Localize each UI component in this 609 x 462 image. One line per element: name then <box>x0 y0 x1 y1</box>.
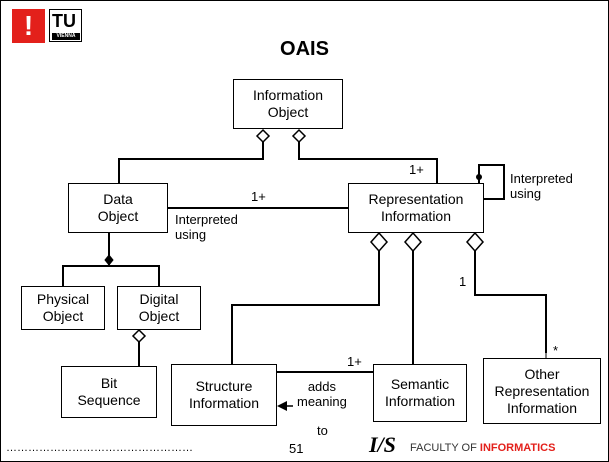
line-self-loop <box>478 164 505 200</box>
box-representation-information-label: Representation Information <box>368 191 464 224</box>
label-interpreted-using-right: Interpreted using <box>510 171 573 201</box>
box-other-representation-information-label: Other Representation Information <box>494 365 590 416</box>
ifs-logo: I/S <box>369 432 396 457</box>
box-physical-object-label: Physical Object <box>36 291 90 324</box>
arrow-to-structure <box>277 401 287 411</box>
informatics-text: INFORMATICS <box>479 442 556 454</box>
line-infoobj-repinfo <box>298 141 438 183</box>
box-data-object: Data Object <box>68 183 168 233</box>
label-adds-meaning: adds meaning <box>297 379 347 409</box>
tu-wien-logo: TU VIENNA <box>49 9 82 42</box>
multiplicity-1: 1 <box>459 274 467 289</box>
line-repinfo-other <box>474 250 547 353</box>
page-number: 51 <box>289 441 304 456</box>
line-physical-digital <box>62 265 160 286</box>
logo-vienna-text: VIENNA <box>52 33 80 40</box>
diamond-digital <box>131 328 147 344</box>
box-structure-information: Structure Information <box>171 364 277 426</box>
box-information-object-label: Information Object <box>252 87 324 120</box>
label-interpreted-using-left: Interpreted using <box>175 212 238 242</box>
diamond-repinfo-semantic <box>403 231 423 253</box>
line-repinfo-structure <box>231 250 380 364</box>
logo-exclamation: ! <box>23 10 34 41</box>
box-semantic-information: Semantic Information <box>373 364 467 422</box>
faculty-of-text: FACULTY OF <box>410 442 477 454</box>
box-information-object: Information Object <box>233 79 343 129</box>
label-to: to <box>317 423 328 438</box>
box-digital-object-label: Digital Object <box>138 291 180 324</box>
box-data-object-label: Data Object <box>97 191 139 224</box>
multiplicity-star: * <box>553 343 559 358</box>
slide-title: OAIS <box>280 38 329 60</box>
box-physical-object: Physical Object <box>21 286 105 330</box>
box-other-representation-information: Other Representation Information <box>483 358 601 424</box>
tu-red-logo: ! <box>12 9 45 43</box>
box-representation-information: Representation Information <box>348 183 484 233</box>
diamond-dataobj-filled <box>104 254 114 266</box>
diamond-infoobj-left <box>255 128 271 144</box>
multiplicity-1plus-bottom: 1+ <box>347 354 362 369</box>
diamond-infoobj-right <box>291 128 307 144</box>
multiplicity-1plus-top: 1+ <box>409 162 424 177</box>
box-semantic-information-label: Semantic Information <box>384 376 456 409</box>
logo-tu-text: TU <box>52 11 76 31</box>
diamond-repinfo-structure <box>369 231 389 253</box>
box-bit-sequence-label: Bit Sequence <box>77 375 141 408</box>
line-infoobj-dataobj <box>118 141 264 183</box>
box-digital-object: Digital Object <box>117 286 201 330</box>
self-loop-dot <box>476 174 482 180</box>
multiplicity-1plus-mid: 1+ <box>251 189 266 204</box>
box-structure-information-label: Structure Information <box>188 378 260 411</box>
diamond-repinfo-other <box>465 231 485 253</box>
footer-dots: …………………………………………… <box>6 442 193 454</box>
faculty-of-informatics: FACULTY OF INFORMATICS <box>410 442 555 454</box>
box-bit-sequence: Bit Sequence <box>61 366 157 418</box>
